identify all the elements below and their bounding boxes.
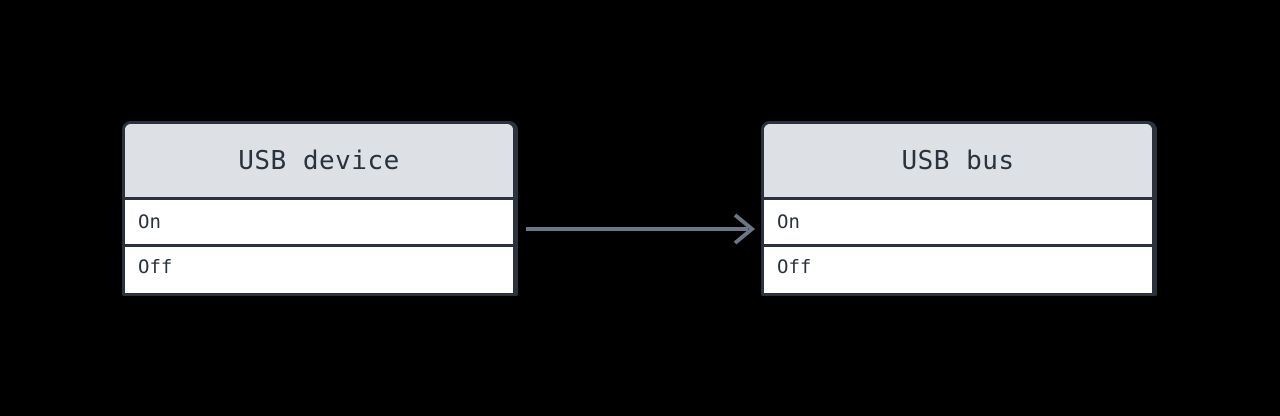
node-usb-bus-row-on-label: On xyxy=(777,210,800,233)
node-usb-device-row-off[interactable]: Off xyxy=(125,244,513,288)
node-usb-device-header: USB device xyxy=(125,124,513,200)
node-usb-device-row-on-label: On xyxy=(138,210,161,233)
node-usb-bus-row-off[interactable]: Off xyxy=(764,244,1152,288)
node-usb-device-row-on[interactable]: On xyxy=(125,200,513,244)
node-usb-device[interactable]: USB device On Off xyxy=(122,121,516,296)
node-usb-bus-row-on[interactable]: On xyxy=(764,200,1152,244)
node-usb-device-row-off-label: Off xyxy=(138,256,173,278)
node-usb-bus-title: USB bus xyxy=(901,145,1015,176)
edge-usb-device-to-usb-bus[interactable] xyxy=(526,213,756,245)
node-usb-bus-row-off-label: Off xyxy=(777,256,812,278)
node-usb-bus[interactable]: USB bus On Off xyxy=(761,121,1155,296)
node-usb-bus-header: USB bus xyxy=(764,124,1152,200)
arrowhead-icon xyxy=(733,213,756,245)
node-usb-device-title: USB device xyxy=(238,145,400,176)
